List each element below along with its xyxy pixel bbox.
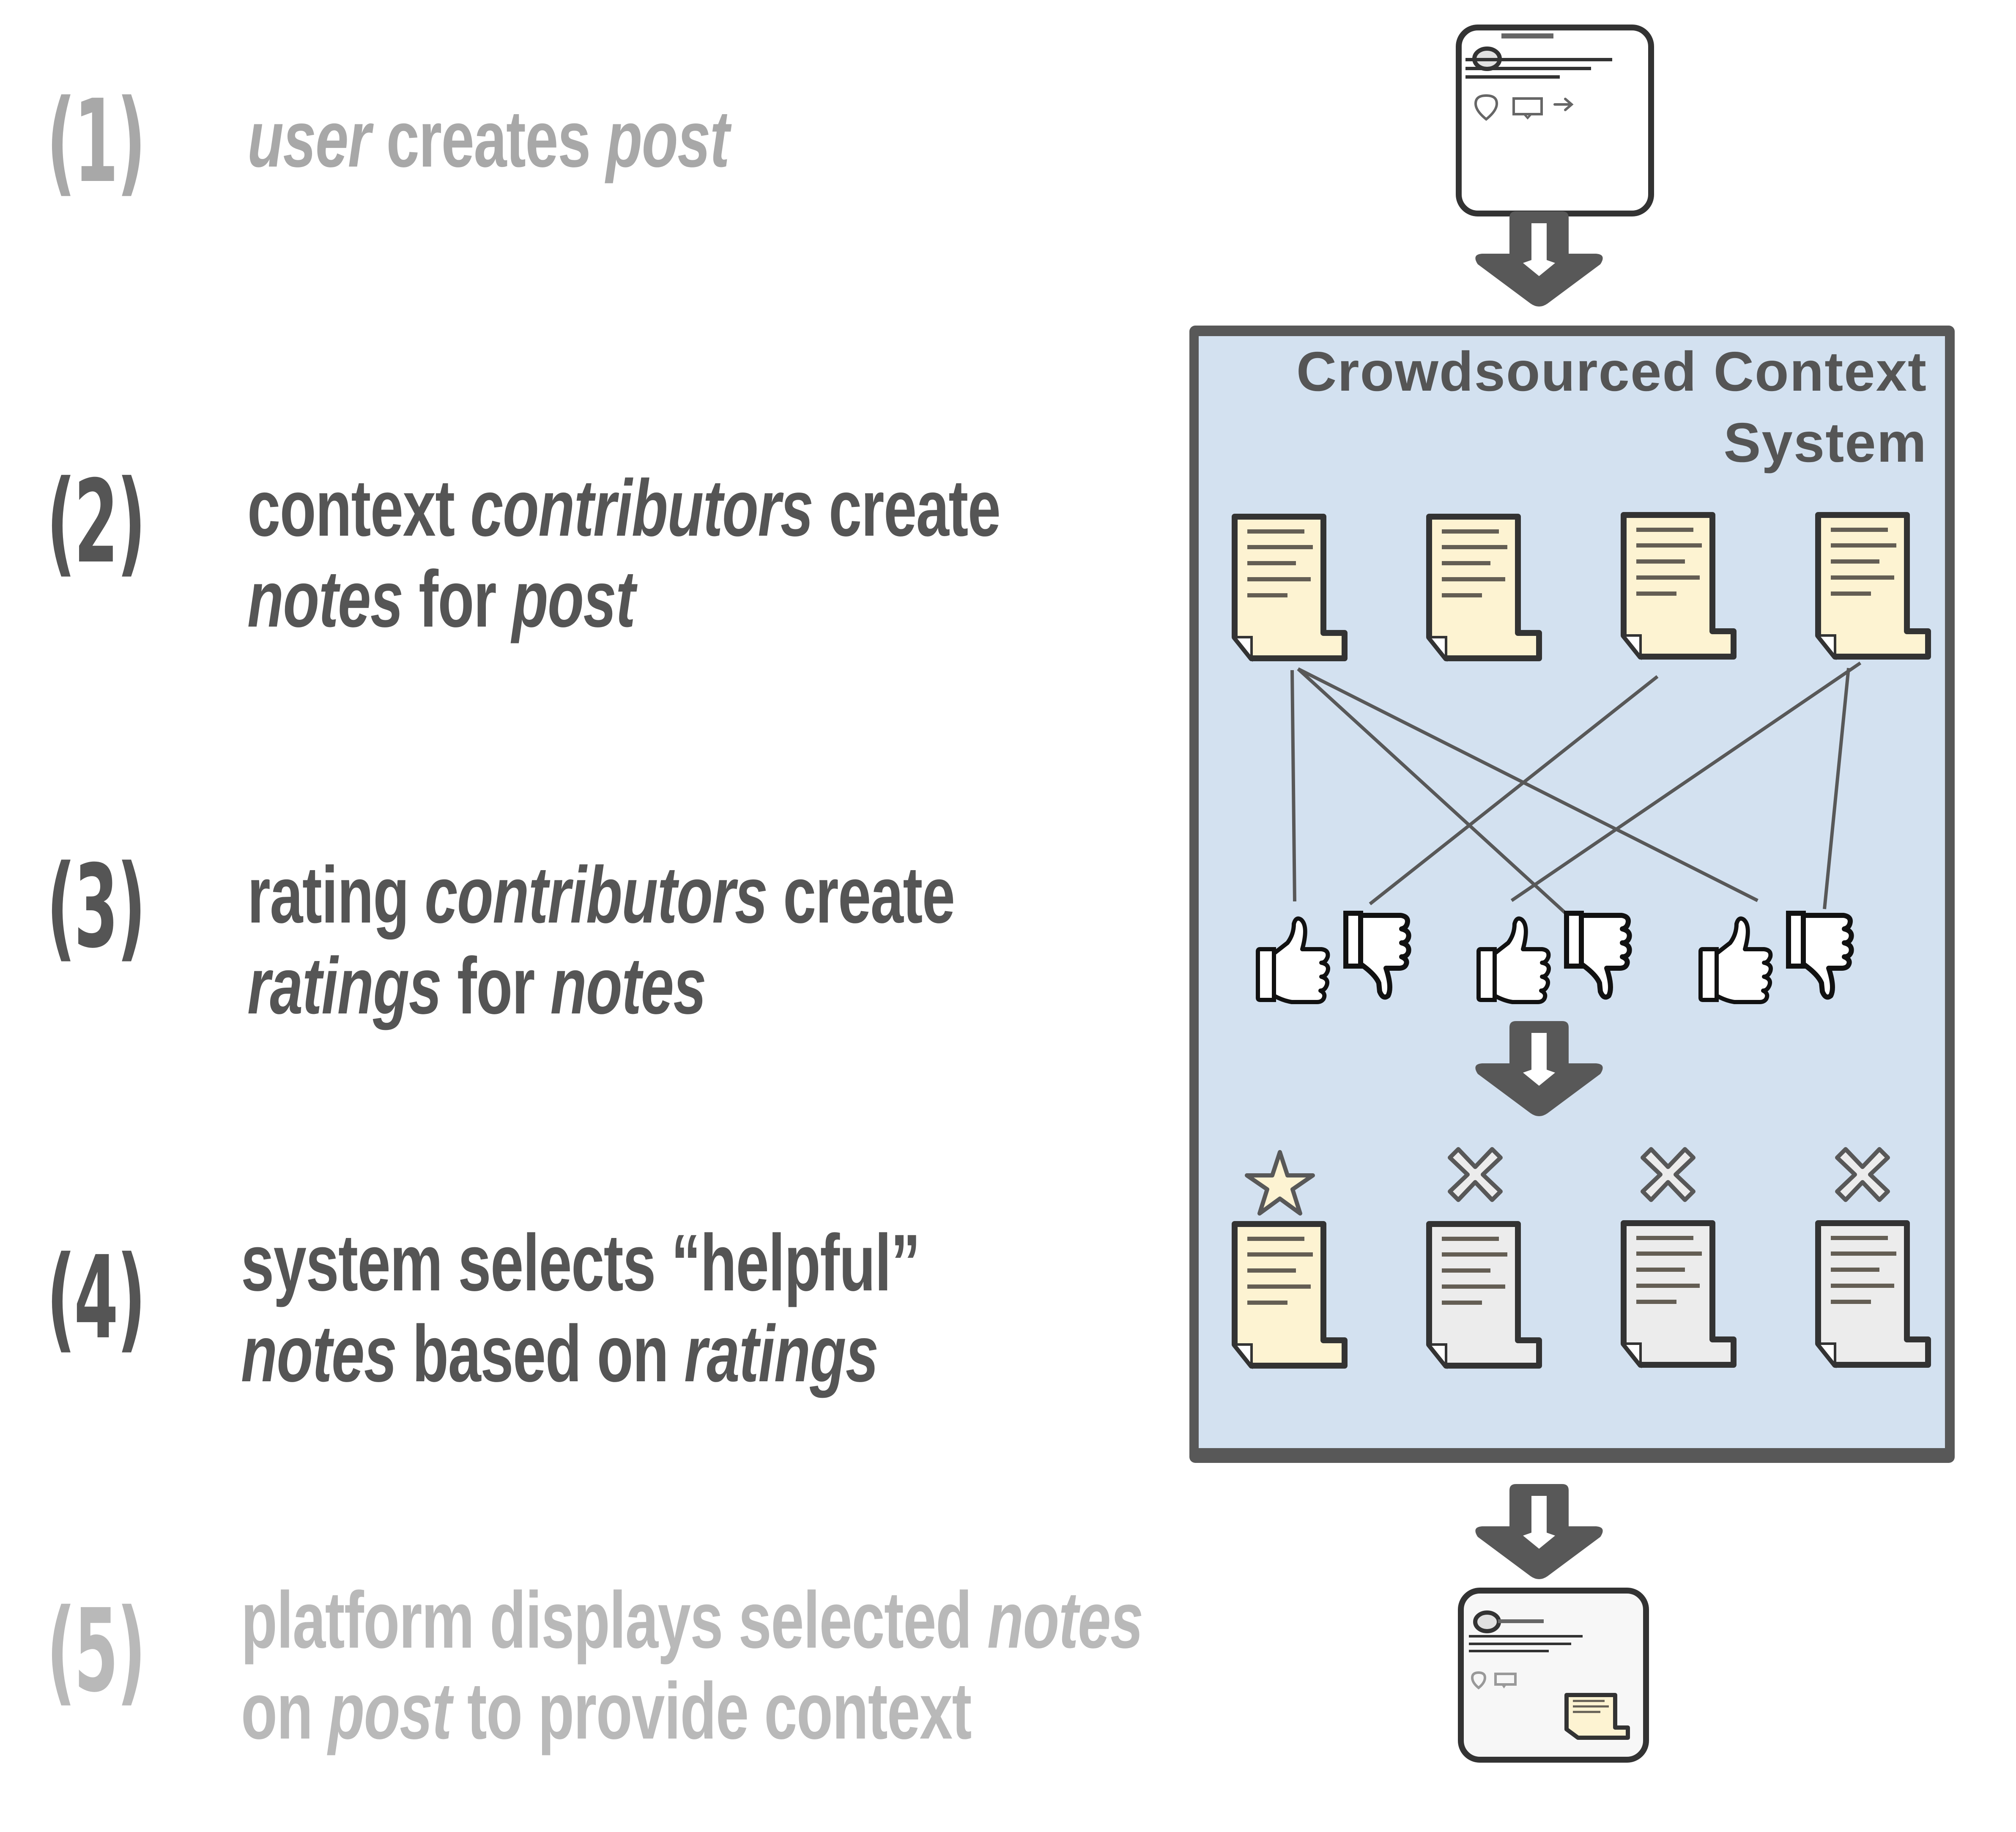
- step-text-line2: notes based on ratings: [241, 1309, 879, 1399]
- step-number: (1): [47, 75, 146, 208]
- text-segment: on: [241, 1666, 329, 1756]
- text-segment: rating: [247, 850, 425, 940]
- arrow-down-icon: [1475, 211, 1603, 307]
- post-card-bottom: [1458, 1588, 1649, 1763]
- comment-icon: [1512, 97, 1543, 120]
- step-text: context contributors create: [247, 463, 1001, 554]
- emphasis-term: ratings: [684, 1309, 879, 1399]
- text-segment: for: [441, 941, 551, 1031]
- attached-note-icon: [1564, 1693, 1630, 1740]
- emphasis-term: user: [247, 94, 371, 184]
- emphasis-term: notes: [247, 554, 403, 644]
- share-arrow-icon: [1553, 98, 1574, 111]
- comment-icon: [1494, 1673, 1517, 1689]
- step-text-line2: notes for post: [247, 554, 635, 645]
- text-segment: for: [403, 554, 512, 644]
- step-number: (4): [47, 1231, 146, 1364]
- text-segment: create: [767, 850, 955, 940]
- step-text-line2: ratings for notes: [247, 941, 707, 1032]
- text-segment: platform displays selected: [241, 1575, 988, 1665]
- connection-line: [1297, 667, 1759, 902]
- emphasis-term: post: [512, 554, 635, 644]
- connection-line: [1297, 668, 1602, 946]
- text-segment: system selects “helpful”: [241, 1218, 920, 1308]
- emphasis-term: post: [606, 94, 729, 184]
- text-segment: to provide context: [451, 1666, 972, 1756]
- star-icon: [1245, 1150, 1315, 1216]
- emphasis-term: contributors: [470, 463, 814, 553]
- step-text: system selects “helpful”: [241, 1218, 920, 1309]
- step-number: (2): [47, 455, 146, 589]
- text-segment: creates: [370, 94, 606, 184]
- step-text: platform displays selected notes: [241, 1575, 1143, 1666]
- text-segment: based on: [396, 1309, 685, 1399]
- emphasis-term: post: [328, 1666, 452, 1756]
- location-pin-icon: [1471, 1671, 1487, 1690]
- emphasis-term: ratings: [247, 941, 442, 1031]
- text-segment: context: [247, 463, 471, 553]
- connection-line: [1823, 668, 1850, 909]
- step-number: (3): [47, 840, 146, 973]
- post-card-top: [1456, 25, 1654, 216]
- emphasis-term: notes: [987, 1575, 1143, 1665]
- step-number: (5): [47, 1584, 146, 1717]
- step-text: rating contributors create: [247, 850, 955, 941]
- system-title-line2: System: [1723, 411, 1927, 474]
- system-title: Crowdsourced Context: [1296, 340, 1927, 403]
- step-text-line2: on post to provide context: [241, 1666, 972, 1757]
- emphasis-term: contributors: [425, 850, 768, 940]
- step-text: user creates post: [247, 94, 730, 185]
- connection-line: [1290, 670, 1296, 902]
- location-pin-icon: [1474, 94, 1498, 121]
- text-segment: create: [813, 463, 1001, 553]
- emphasis-term: notes: [550, 941, 707, 1031]
- connection-line: [1369, 675, 1659, 906]
- emphasis-term: notes: [241, 1309, 397, 1399]
- connection-line: [1510, 661, 1862, 902]
- rating-connections: [1290, 661, 1862, 946]
- arrow-down-icon: [1475, 1484, 1603, 1579]
